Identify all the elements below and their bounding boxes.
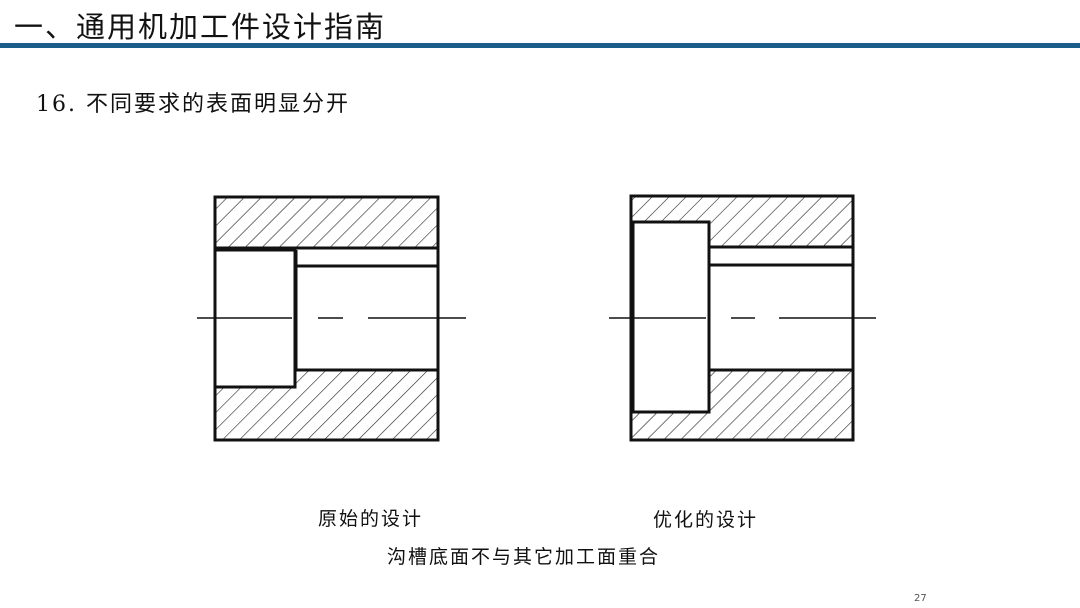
original-design-caption: 原始的设计 (318, 508, 424, 530)
left-top-hatch (215, 197, 438, 248)
header-title: 一、通用机加工件设计指南 (14, 10, 387, 44)
right-counterbore-fill (633, 222, 709, 412)
optimized-design-caption: 优化的设计 (653, 509, 759, 531)
page-number: 27 (914, 593, 927, 604)
header-rule (0, 43, 1080, 48)
main-caption: 沟槽底面不与其它加工面重合 (387, 546, 661, 568)
optimized-design-drawing (609, 194, 876, 442)
section-title: 16. 不同要求的表面明显分开 (36, 92, 350, 117)
original-design-drawing (197, 195, 466, 442)
right-counterbore (631, 220, 711, 414)
